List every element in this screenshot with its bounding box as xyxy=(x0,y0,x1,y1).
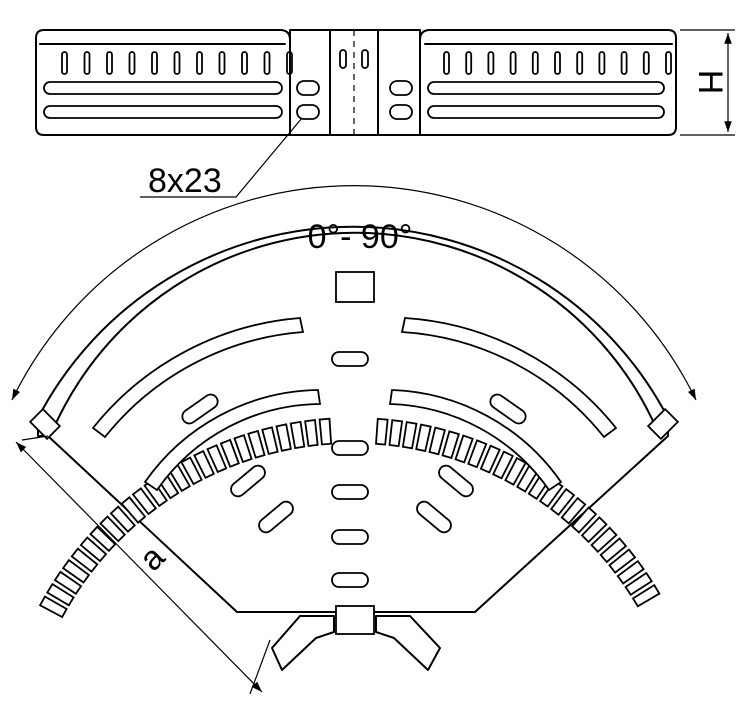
left-long-slot-lower xyxy=(43,105,283,119)
rib-tooth xyxy=(599,537,628,564)
rib-tooth xyxy=(479,444,501,474)
curved-slot-outer-left xyxy=(91,317,305,439)
hole-8x23 xyxy=(389,104,413,120)
rib-tooth xyxy=(467,439,488,469)
rib-tooth xyxy=(388,419,404,448)
vertical-slot xyxy=(576,51,584,75)
bend-inner-edge xyxy=(51,231,659,433)
vertical-slot xyxy=(128,51,136,75)
side-length-label: a xyxy=(132,538,172,578)
vertical-slot xyxy=(598,51,606,75)
hole-small xyxy=(361,49,369,69)
short-slot xyxy=(181,393,219,425)
left-top-slots xyxy=(61,51,293,75)
rib-tooth xyxy=(590,526,618,554)
vertical-slot xyxy=(509,51,517,75)
vertical-slot xyxy=(443,51,450,75)
short-slot xyxy=(489,393,527,425)
hole-8x23 xyxy=(389,80,413,96)
vertical-slot xyxy=(620,51,628,75)
top-connector-tab xyxy=(335,271,375,303)
vertical-slot xyxy=(241,51,248,75)
hole-size-label: 8x23 xyxy=(148,162,222,200)
left-long-slot-upper xyxy=(43,81,283,95)
short-slot xyxy=(331,440,369,456)
vertical-slot xyxy=(554,51,561,75)
right-long-slot-lower xyxy=(427,105,665,119)
rib-tooth xyxy=(504,456,527,486)
angle-dim-arc xyxy=(11,185,697,401)
rib-tooth xyxy=(261,426,279,456)
vertical-slot xyxy=(642,51,650,75)
vertical-slot xyxy=(665,51,672,75)
plan-view: 0°- 90° a xyxy=(11,185,697,695)
hole-8x23 xyxy=(296,104,320,120)
right-end-tab xyxy=(646,407,680,441)
vertical-slot xyxy=(106,51,113,75)
right-long-slot-upper xyxy=(427,81,665,95)
left-end-tab xyxy=(28,407,62,441)
angle-range-label: 0°- 90° xyxy=(308,218,413,256)
side-length-ext-bottom xyxy=(249,639,271,695)
short-slot xyxy=(438,464,474,498)
vertical-slot xyxy=(83,51,91,75)
bottom-connector-center xyxy=(335,605,375,635)
rib-tooth xyxy=(375,417,389,446)
short-slot xyxy=(331,572,369,588)
rib-tooth xyxy=(454,434,474,464)
short-slot xyxy=(331,529,369,545)
hole-small xyxy=(339,49,347,69)
short-slot xyxy=(416,500,452,534)
rib-tooth xyxy=(304,419,319,448)
vertical-slot xyxy=(487,51,495,75)
right-top-slots xyxy=(443,51,672,75)
rib-tooth xyxy=(624,571,653,596)
rib-tooth xyxy=(538,479,564,508)
connector-plate xyxy=(289,29,421,136)
rib-tooth xyxy=(318,417,333,446)
side-length-dim-line xyxy=(15,441,263,693)
short-slot xyxy=(230,464,266,498)
rib-tooth xyxy=(441,430,460,460)
left-tray-side xyxy=(35,29,291,136)
right-tray-side xyxy=(419,29,677,136)
hole-8x23 xyxy=(296,80,320,96)
rib-tooth xyxy=(289,420,306,450)
vertical-slot xyxy=(61,51,68,75)
short-slot xyxy=(331,484,369,500)
rib-tooth xyxy=(549,487,576,516)
vertical-slot xyxy=(531,51,539,75)
rib-tooth xyxy=(415,423,432,453)
rib-tooth xyxy=(608,548,637,574)
vertical-slot xyxy=(151,51,158,75)
rib-tooth xyxy=(560,496,587,525)
rib-tooth xyxy=(275,423,292,452)
side-view: H 8x23 xyxy=(35,29,735,200)
vertical-slot xyxy=(465,51,473,75)
rib-tooth xyxy=(631,583,661,608)
vertical-slot xyxy=(263,51,271,75)
rib-tooth xyxy=(401,421,418,450)
bend-outline xyxy=(37,225,669,613)
rib-tooth xyxy=(428,426,446,456)
vertical-slot xyxy=(196,51,203,75)
short-slot xyxy=(258,500,294,534)
curved-slot-outer-right xyxy=(400,317,618,439)
side-length-ext-top xyxy=(21,435,49,441)
vertical-slot xyxy=(173,51,181,75)
bottom-connector-right xyxy=(375,615,441,671)
short-slot xyxy=(331,351,369,367)
bottom-connector-left xyxy=(271,615,335,671)
vertical-slot xyxy=(218,51,226,75)
hole-size-leader xyxy=(140,117,303,198)
height-dim-label: H xyxy=(691,70,729,95)
rib-tooth xyxy=(570,506,598,534)
rib-tooth xyxy=(580,516,608,544)
curved-slot-inner-right xyxy=(388,389,563,492)
rib-tooth xyxy=(492,450,514,480)
rib-tooth xyxy=(616,559,645,585)
